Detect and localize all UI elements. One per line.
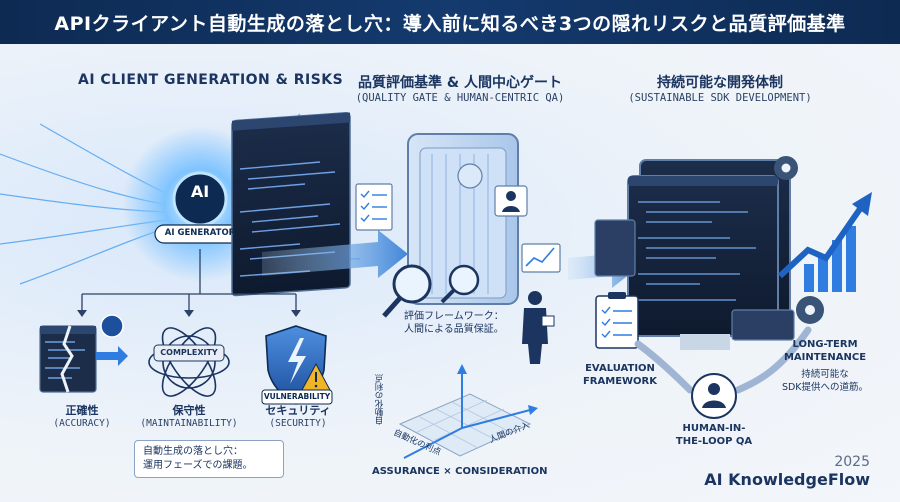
right-heading-jp: 持続可能な開発体制 — [657, 75, 783, 91]
risk-security-jp: セキュリティ — [265, 404, 331, 417]
pitfall-callout-line1: 自動生成の落とし穴： — [143, 446, 243, 457]
ltm-label-line2: MAINTENANCE — [783, 352, 867, 363]
risk-security-en: (SECURITY) — [269, 418, 327, 429]
evaluation-label-line2: FRAMEWORK — [582, 376, 658, 387]
evaluation-framework-label: EVALUATION FRAMEWORK — [570, 362, 670, 388]
gear-icon — [774, 156, 824, 324]
right-heading-en: (SUSTAINABLE SDK DEVELOPMENT) — [628, 92, 812, 104]
framework-caption: 評価フレームワーク： 人間による品質保証。 — [404, 310, 504, 336]
human-icon — [702, 383, 726, 408]
ltm-jp-line2: SDK提供への道筋。 — [781, 382, 869, 393]
right-heading-block: 持続可能な開発体制 (SUSTAINABLE SDK DEVELOPMENT) — [600, 72, 840, 104]
brand-name: AI KnowledgeFlow — [704, 470, 870, 489]
reviewer-person-icon — [522, 291, 555, 364]
left-heading: AI CLIENT GENERATION & RISKS — [78, 72, 344, 88]
quality-gate-icon — [355, 133, 561, 318]
hitl-label-line2: THE-LOOP QA — [675, 436, 753, 447]
flow-arrow-left — [262, 230, 408, 278]
hitl-qa-label: HUMAN-IN- THE-LOOP QA — [664, 422, 764, 448]
clipboard-icon — [595, 292, 639, 349]
risk-branch-lines — [81, 249, 297, 312]
matrix-label: ASSURANCE × CONSIDERATION — [372, 466, 548, 477]
vulnerability-tag — [261, 389, 333, 405]
middle-heading-en: (QUALITY GATE & HUMAN-CENTRIC QA) — [355, 92, 565, 104]
chart-card-icon — [521, 243, 561, 273]
growth-chart-icon — [777, 192, 872, 292]
pitfall-callout-line2: 運用フェーズでの課題。 — [143, 460, 253, 471]
risk-security: セキュリティ (SECURITY) — [248, 402, 348, 429]
risk-maintainability-jp: 保守性 — [172, 404, 206, 417]
ai-generator-label: AI GENERATOR — [164, 228, 236, 238]
sdk-code-monitor-icon — [594, 159, 795, 350]
ltm-jp-caption: 持続可能な SDK提供への道筋。 — [770, 368, 880, 394]
middle-heading-jp: 品質評価基準 & 人間中心ゲート — [358, 75, 562, 91]
hitl-circle — [691, 373, 737, 419]
page-title: APIクライアント自動生成の落とし穴：導入前に知るべき3つの隠れリスクと品質評価… — [54, 12, 846, 35]
risk-accuracy-en: (ACCURACY) — [53, 418, 111, 429]
complexity-tag — [153, 344, 225, 362]
title-banner: APIクライアント自動生成の落とし穴：導入前に知るべき3つの隠れリスクと品質評価… — [0, 0, 900, 44]
diagram-canvas: AI CLIENT GENERATION & RISKS AI AI GENER… — [0, 44, 900, 502]
magnifier-icon — [392, 264, 432, 304]
middle-heading-block: 品質評価基準 & 人間中心ゲート (QUALITY GATE & HUMAN-C… — [340, 72, 580, 104]
brand-year: 2025 — [834, 454, 870, 470]
vulnerability-label: VULNERABILITY — [263, 392, 331, 401]
risk-maintainability: 保守性 (MAINTAINABILITY) — [134, 402, 244, 429]
axis-y-label: 自動化の利点 — [375, 374, 385, 425]
long-term-maintenance-label: LONG-TERM MAINTENANCE — [770, 338, 880, 364]
brand-block: 2025 AI KnowledgeFlow — [704, 454, 870, 489]
chat-bubble-icon — [457, 163, 483, 189]
framework-caption-line1: 評価フレームワーク： — [404, 311, 504, 322]
evaluation-label-line1: EVALUATION — [585, 363, 655, 374]
risk-accuracy: 正確性 (ACCURACY) — [32, 402, 132, 429]
risk-maintainability-en: (MAINTAINABILITY) — [140, 418, 238, 429]
loop-connector — [634, 326, 812, 394]
broken-code-icon — [39, 314, 128, 393]
risk-accuracy-jp: 正確性 — [65, 404, 99, 417]
complexity-icon — [148, 327, 230, 397]
ai-badge-label: AI — [190, 182, 210, 201]
ltm-label-line1: LONG-TERM — [792, 339, 858, 350]
illustration-layer — [0, 112, 872, 459]
magnifier-small-icon — [448, 264, 480, 296]
pitfall-callout: 自動生成の落とし穴： 運用フェーズでの課題。 — [134, 440, 284, 478]
hitl-label-line1: HUMAN-IN- — [682, 423, 746, 434]
complexity-label: COMPLEXITY — [160, 348, 218, 357]
framework-caption-line2: 人間による品質保証。 — [404, 324, 504, 335]
assurance-matrix — [398, 364, 538, 459]
ltm-jp-line1: 持続可能な — [801, 369, 849, 380]
